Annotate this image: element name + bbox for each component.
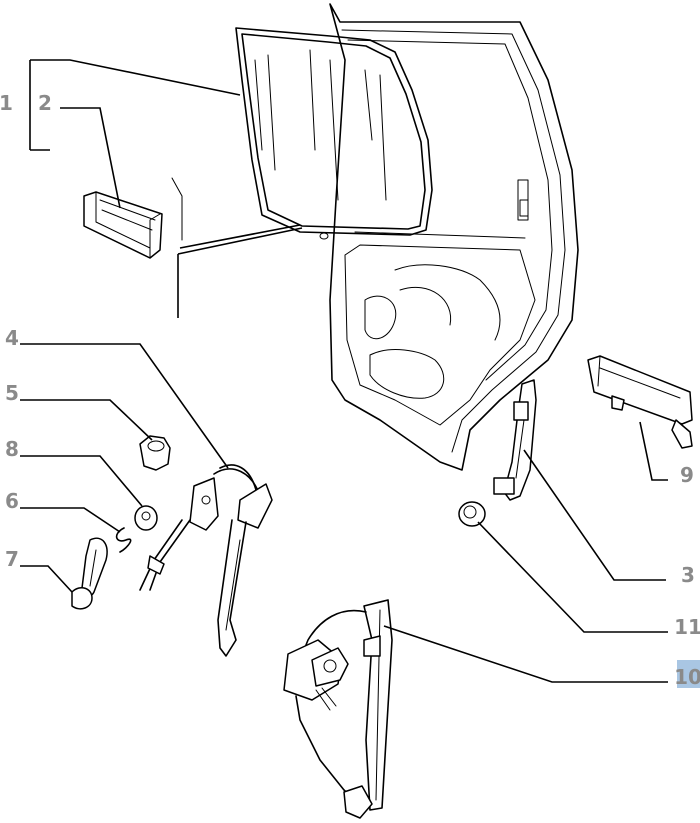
callout-6[interactable]: 6: [5, 489, 19, 513]
callout-4[interactable]: 4: [5, 326, 19, 350]
callout-10[interactable]: 10: [674, 665, 700, 689]
guide-rail: [493, 379, 537, 501]
callout-labels: 1 2 3 4 5 8 6 7 9 11 10: [0, 91, 700, 689]
grommet: [458, 501, 486, 527]
handle-cover: [587, 355, 693, 449]
nut: [139, 435, 171, 471]
callout-5[interactable]: 5: [5, 381, 19, 405]
door-glass: [235, 27, 433, 240]
callout-10-highlight: [677, 660, 700, 688]
callout-2[interactable]: 2: [38, 91, 52, 115]
callout-11[interactable]: 11: [674, 615, 700, 639]
electric-window-regulator: [283, 599, 393, 819]
callout-8[interactable]: 8: [5, 437, 19, 461]
callout-1[interactable]: 1: [0, 91, 13, 115]
glass-channel: [83, 191, 163, 259]
door-panel: [329, 3, 579, 471]
leader-lines: [20, 59, 668, 683]
manual-window-regulator: [139, 464, 273, 657]
spring-clip: [115, 527, 132, 553]
callout-9[interactable]: 9: [680, 463, 694, 487]
window-crank-handle: [71, 537, 108, 610]
callout-7[interactable]: 7: [5, 547, 19, 571]
washer: [134, 505, 158, 531]
callout-3[interactable]: 3: [681, 563, 695, 587]
